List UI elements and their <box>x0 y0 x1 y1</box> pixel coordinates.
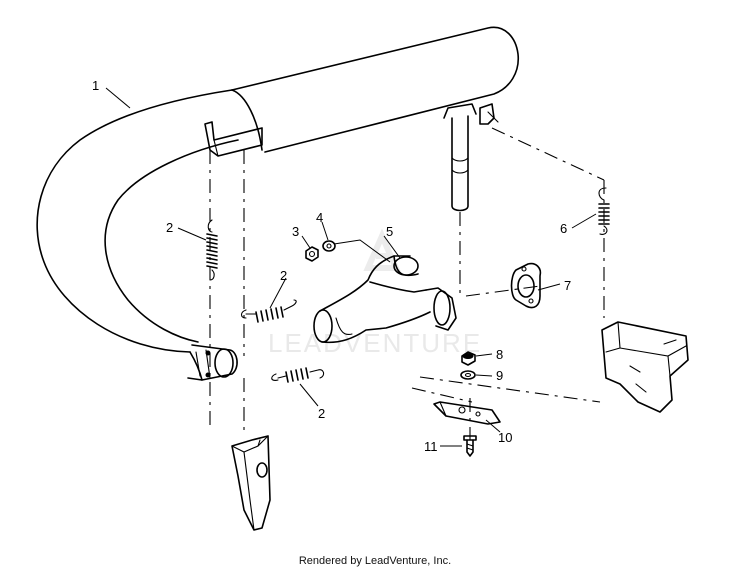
nut-part-3[interactable] <box>305 246 319 262</box>
callout-3: 3 <box>292 224 299 239</box>
gasket-part-7[interactable] <box>510 262 542 309</box>
callout-2-lower: 2 <box>318 406 325 421</box>
frame-bracket-right <box>601 321 689 413</box>
bracket-part-10[interactable] <box>433 401 501 425</box>
callout-4: 4 <box>316 210 323 225</box>
callout-9: 9 <box>496 368 503 383</box>
screw-part-11[interactable] <box>463 435 477 457</box>
callout-6: 6 <box>560 221 567 236</box>
washer-part-4[interactable] <box>322 240 336 252</box>
callout-1: 1 <box>92 78 99 93</box>
washer-part-9[interactable] <box>460 370 476 380</box>
footer-credit: Rendered by LeadVenture, Inc. <box>298 555 452 567</box>
callout-11: 11 <box>424 439 438 454</box>
alignment-lines <box>209 127 605 440</box>
watermark-text: LEADVENTURE <box>268 328 482 358</box>
callout-2-upper: 2 <box>166 220 173 235</box>
callout-labels: 1 2 2 2 3 4 5 6 7 8 9 10 11 <box>92 78 571 454</box>
callout-7: 7 <box>564 278 571 293</box>
callout-8: 8 <box>496 347 503 362</box>
watermark: LEADVENTURE <box>268 228 482 358</box>
spring-6[interactable] <box>598 187 610 235</box>
spring-2-lower[interactable] <box>271 367 325 383</box>
spring-2-middle[interactable] <box>240 299 297 323</box>
nut-part-8[interactable] <box>461 351 476 366</box>
callout-5: 5 <box>386 224 393 239</box>
frame-bracket-left <box>231 435 271 531</box>
spring-2-vertical[interactable] <box>206 219 218 281</box>
leader-lines <box>105 87 597 447</box>
callout-2-middle: 2 <box>280 268 287 283</box>
muffler-assembly[interactable] <box>36 26 519 381</box>
callout-10: 10 <box>498 430 512 445</box>
